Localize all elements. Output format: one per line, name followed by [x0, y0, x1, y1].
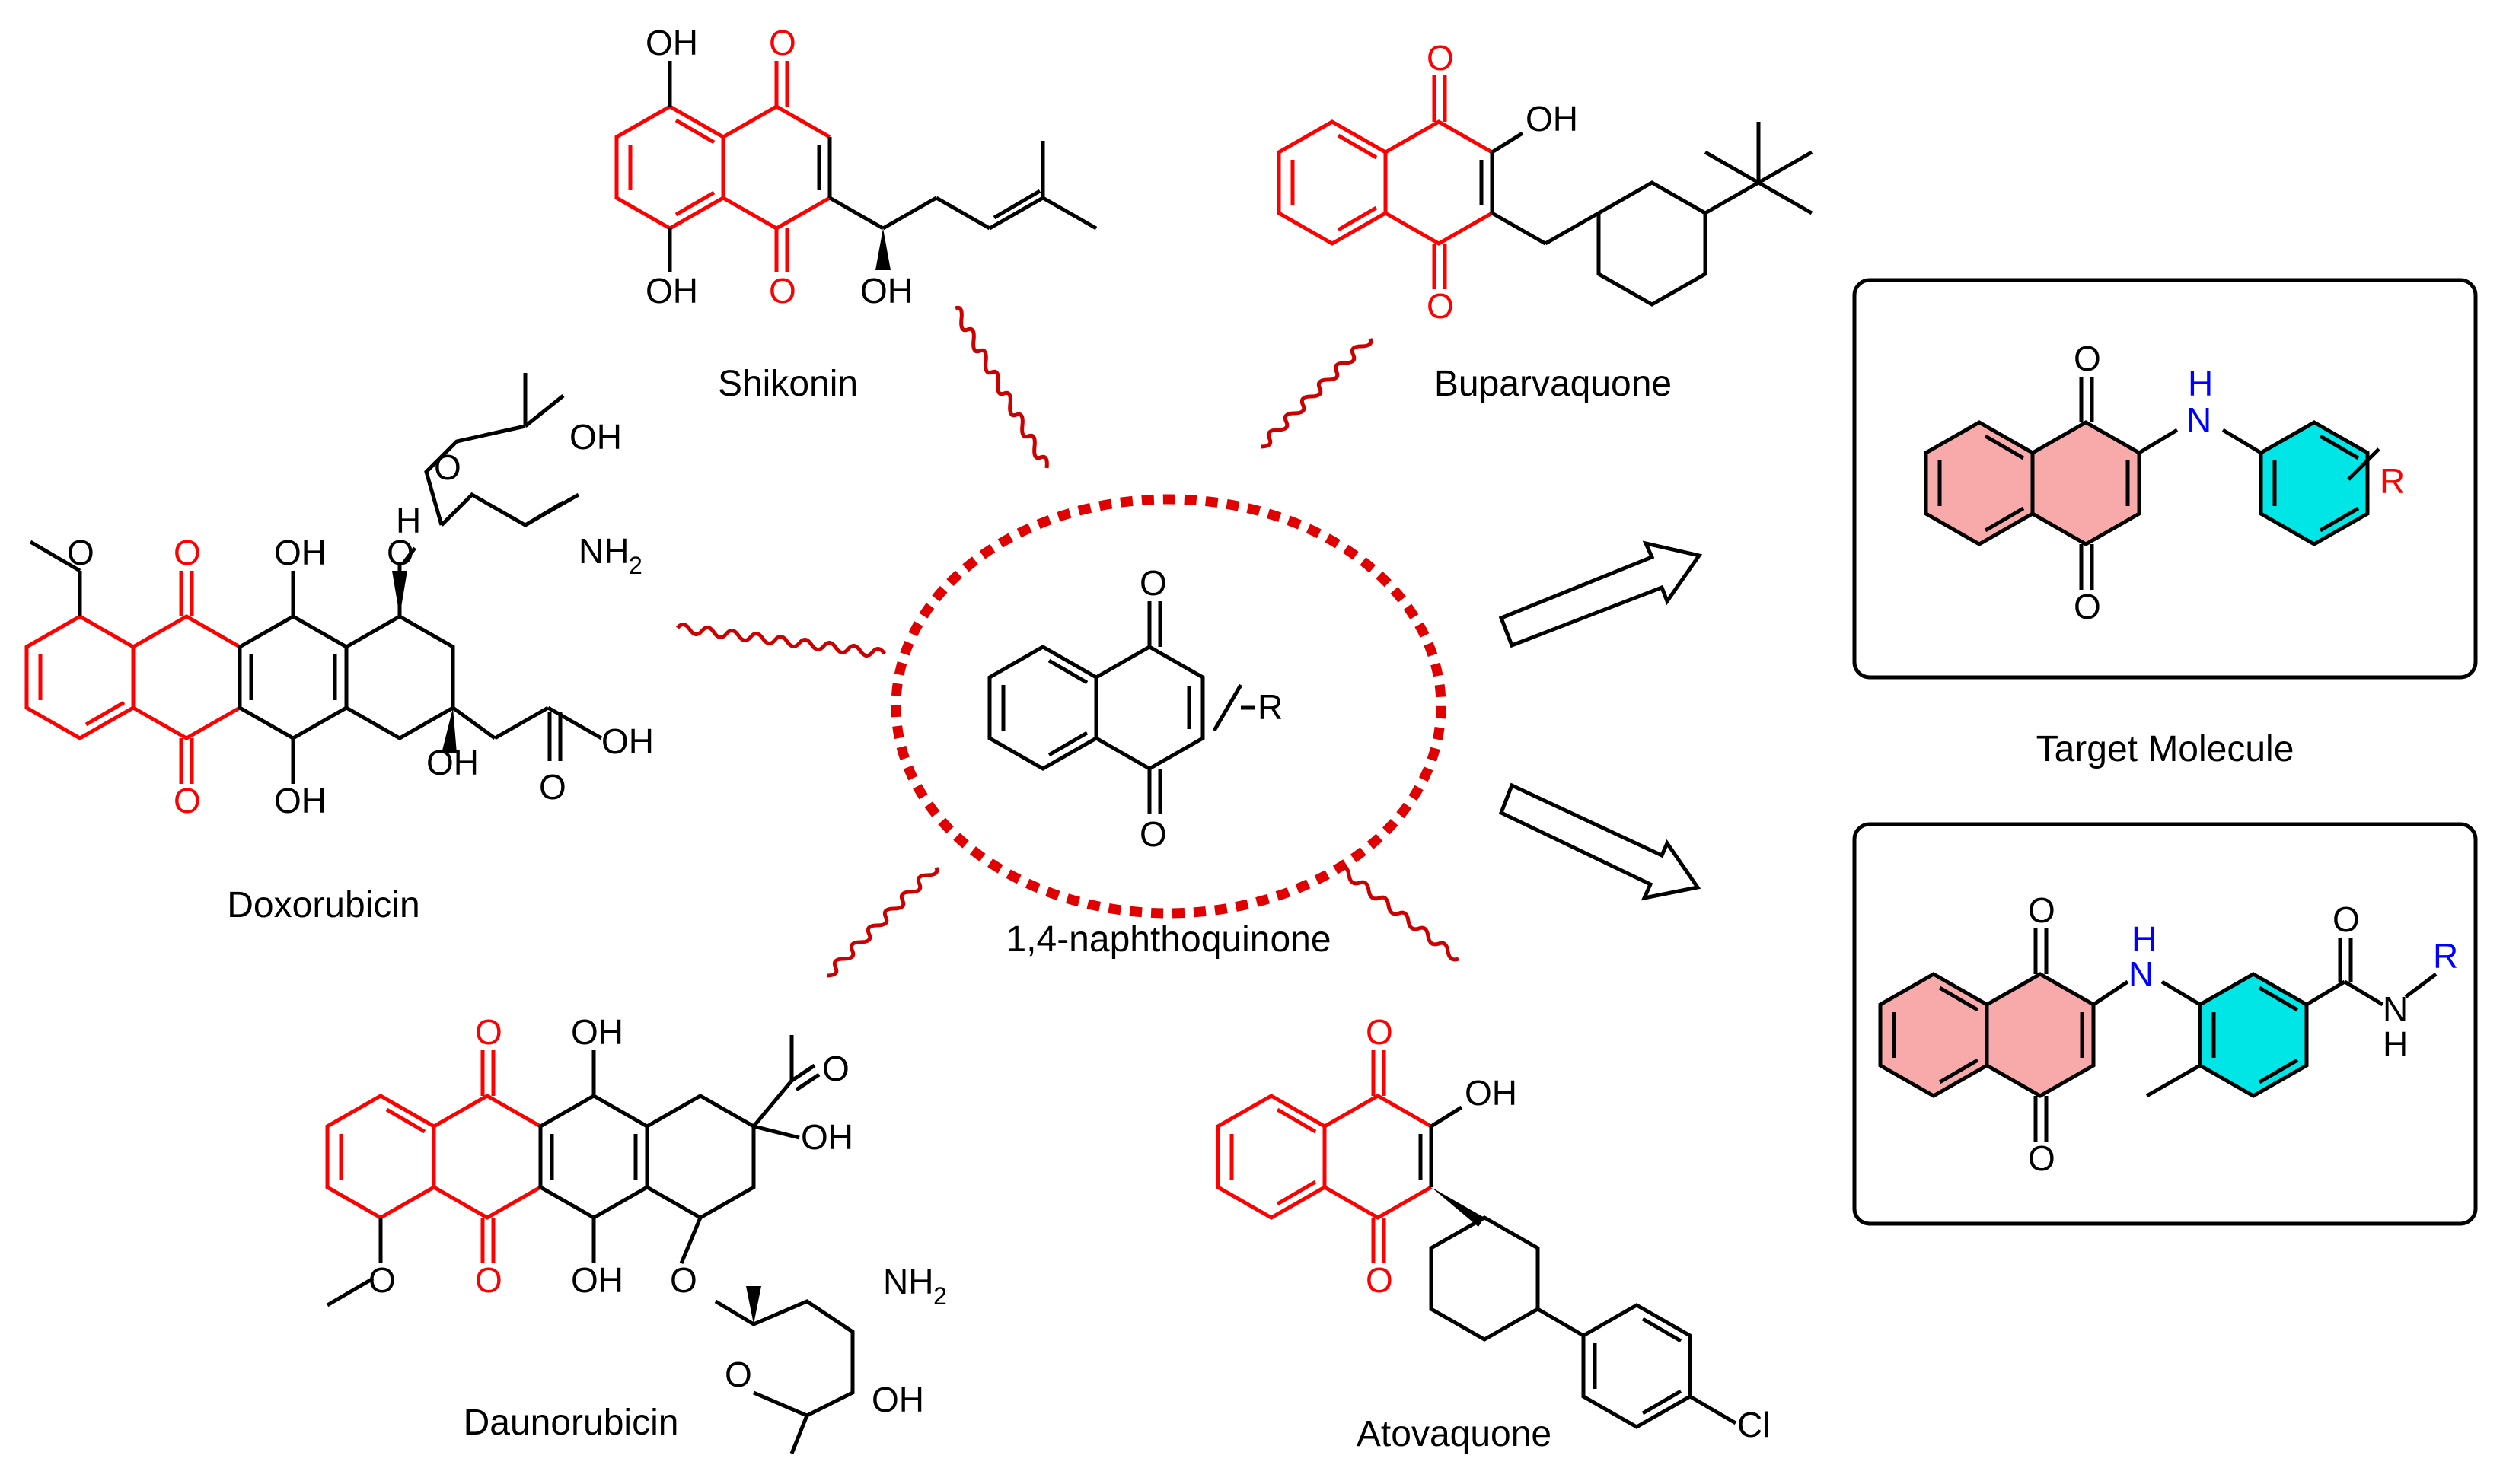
daunorubicin-nh2-sub: 2	[933, 1282, 947, 1310]
doxorubicin-h: H	[396, 501, 421, 540]
doxorubicin-oh-bottom: OH	[274, 781, 327, 820]
arrows	[1498, 540, 1703, 901]
daunorubicin-name: Daunorubicin	[464, 1403, 679, 1443]
atovaquone-cl: Cl	[1737, 1405, 1770, 1444]
target1-o-bottom: O	[2074, 587, 2101, 626]
doxorubicin-tert-oh: OH	[426, 743, 479, 782]
target1-r: R	[2380, 461, 2405, 501]
doxorubicin-nh2-sub: 2	[629, 552, 642, 579]
doxorubicin-o-bottom: O	[174, 781, 201, 820]
shikonin-structure: OH OH O O OH Shikonin	[614, 23, 1098, 404]
daunorubicin-sugar-o: O	[670, 1260, 697, 1300]
target-box-2-frame	[1852, 822, 2478, 1226]
doxorubicin-oh-top: OH	[274, 533, 327, 572]
doxorubicin-sugar-o: O	[387, 533, 414, 572]
arrow-to-target-2	[1498, 782, 1701, 901]
daunorubicin-sugar-oh: OH	[872, 1380, 924, 1419]
doxorubicin-sugar-oh: OH	[569, 417, 622, 457]
wavy-daunorubicin	[826, 867, 939, 978]
atovaquone-oh: OH	[1465, 1073, 1517, 1113]
wavy-shikonin	[955, 305, 1049, 469]
shikonin-oh-bottom: OH	[646, 271, 698, 310]
buparvaquone-o-top: O	[1427, 38, 1454, 78]
target2-o-top: O	[2028, 890, 2055, 930]
daunorubicin-o-bottom: O	[475, 1260, 502, 1300]
wavy-atovaquone	[1339, 865, 1459, 962]
atovaquone-structure: O O OH Cl Atovaquone	[1216, 1012, 1770, 1454]
shikonin-o-bottom: O	[769, 271, 796, 310]
doxorubicin-methoxy-o: O	[67, 533, 94, 572]
center-label: 1,4-naphthoquinone	[1006, 919, 1331, 960]
wavy-doxorubicin	[676, 623, 887, 658]
buparvaquone-oh: OH	[1526, 99, 1578, 139]
daunorubicin-structure: O O O OH OH O OH O O NH 2 OH Daunorubici…	[325, 1012, 947, 1454]
doxorubicin-ring-o: O	[434, 447, 461, 487]
target2-amide-o: O	[2332, 900, 2360, 939]
buparvaquone-o-bottom: O	[1427, 286, 1454, 326]
target2-n-aniline: N	[2128, 954, 2154, 994]
doxorubicin-name: Doxorubicin	[227, 885, 419, 925]
doxorubicin-nh2: NH	[579, 531, 629, 571]
target-box-1-frame	[1852, 278, 2478, 680]
center-o-top: O	[1140, 563, 1167, 603]
target1-h: H	[2188, 364, 2213, 403]
daunorubicin-acetyl-o: O	[822, 1049, 850, 1088]
target-caption: Target Molecule	[2036, 729, 2294, 769]
daunorubicin-tert-oh: OH	[801, 1117, 853, 1157]
shikonin-oh-top: OH	[646, 23, 698, 62]
target2-o-bottom: O	[2028, 1138, 2055, 1178]
center-dashed-circle	[891, 494, 1446, 919]
center-o-bottom: O	[1140, 814, 1167, 854]
shikonin-side-oh: OH	[860, 271, 913, 310]
shikonin-o-top: O	[769, 23, 796, 62]
wavy-connectors	[676, 305, 1459, 978]
target2-r: R	[2433, 936, 2458, 976]
arrow-to-target-1	[1498, 540, 1703, 648]
doxorubicin-o-top: O	[174, 533, 201, 572]
doxorubicin-ketone-o: O	[539, 767, 566, 807]
doxorubicin-structure: O O O OH OH O O H OH NH 2 OH O OH Doxoru…	[24, 373, 654, 925]
center-scaffold: O O R 1,4-naphthoquinone	[891, 494, 1446, 960]
target1-n: N	[2186, 400, 2211, 440]
atovaquone-o-top: O	[1366, 1012, 1393, 1052]
target-box-1: O O H N R	[1852, 278, 2478, 680]
target2-h-aniline: H	[2132, 919, 2157, 959]
atovaquone-o-bottom: O	[1366, 1260, 1393, 1300]
daunorubicin-oh-top: OH	[571, 1012, 623, 1052]
center-r-label: R	[1258, 687, 1283, 727]
target2-amide-h: H	[2383, 1024, 2408, 1064]
wavy-buparvaquone	[1260, 338, 1373, 449]
daunorubicin-o-top: O	[475, 1012, 502, 1052]
doxorubicin-terminal-oh: OH	[601, 721, 654, 761]
daunorubicin-ring-o: O	[725, 1355, 752, 1394]
daunorubicin-methoxy-o: O	[368, 1260, 396, 1300]
atovaquone-name: Atovaquone	[1357, 1414, 1551, 1454]
daunorubicin-nh2: NH	[883, 1262, 933, 1301]
shikonin-name: Shikonin	[718, 364, 858, 404]
target2-amide-n: N	[2383, 989, 2408, 1029]
daunorubicin-oh-bottom: OH	[571, 1260, 623, 1300]
target1-o-top: O	[2074, 339, 2101, 378]
target-box-2: O O H N O N H R	[1852, 822, 2478, 1226]
naphthoquinone-structure	[987, 601, 1255, 814]
buparvaquone-structure: O O OH Buparvaquone	[1277, 38, 1813, 404]
buparvaquone-name: Buparvaquone	[1434, 364, 1672, 404]
